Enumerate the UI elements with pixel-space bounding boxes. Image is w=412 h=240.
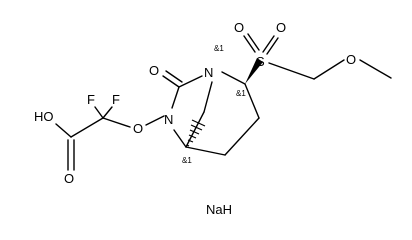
bond-lactam-o-double-1	[162, 75, 180, 88]
atom-labels: HO O F F O N N O S O O O	[34, 20, 356, 186]
bond-cf2-f-left	[94, 106, 104, 119]
bond-n-c-lactam	[171, 86, 180, 109]
counterion-label: NaH	[206, 202, 232, 217]
bond-n-top-bridge	[203, 81, 213, 113]
wedge-bond-c-s	[245, 58, 263, 84]
bond-s-o-right-1	[262, 35, 275, 53]
bond-bridge-bridgehead	[185, 111, 205, 148]
bond-c-oh	[55, 123, 72, 138]
bond-ch2-cs	[244, 83, 260, 119]
bond-cf2-o	[102, 117, 131, 128]
bond-n-bridgehead-bottom	[173, 129, 187, 148]
atom-sulfonyl-oxygen-left: O	[234, 20, 244, 35]
bond-s-o-left-2	[247, 33, 260, 51]
bonds	[55, 33, 392, 171]
hashed-bond-bridgehead	[186, 119, 206, 147]
bond-cs-n-top	[221, 71, 246, 85]
stereo-label-ring-carbon: &1	[236, 89, 246, 98]
bond-s-ch2	[268, 62, 315, 80]
stereo-label-bridgehead-top: &1	[214, 44, 224, 53]
atom-ether-oxygen: O	[133, 121, 143, 136]
atom-acid-carbonyl-oxygen: O	[64, 171, 74, 186]
atom-lactam-oxygen: O	[149, 63, 159, 78]
bond-c-lactam-n-top	[178, 75, 203, 88]
atom-sulfonyl-oxygen-right: O	[276, 20, 286, 35]
bond-o-n	[145, 115, 165, 126]
stereo-labels: &1 &1 &1	[182, 44, 246, 165]
bond-ch2-ch2	[224, 117, 260, 156]
bond-lactam-o-double-2	[165, 70, 183, 83]
atom-ring-nitrogen-left: N	[164, 112, 173, 127]
bond-o-ch3	[359, 59, 392, 79]
bond-s-o-left-1	[243, 35, 256, 53]
atom-sulfur: S	[256, 54, 265, 69]
atom-fluorine-right: F	[112, 92, 120, 107]
atom-methoxy-oxygen: O	[346, 52, 356, 67]
bond-acid-cf2	[70, 117, 104, 138]
bond-s-o-right-2	[266, 37, 279, 55]
atom-ring-nitrogen-top: N	[204, 65, 213, 80]
atom-hydroxyl: HO	[34, 109, 54, 124]
bond-cf2-f-right	[102, 106, 113, 119]
stereo-label-bridgehead-bottom: &1	[182, 156, 192, 165]
bond-ch2-o	[313, 59, 345, 80]
bond-bridgehead-ch2	[185, 146, 226, 156]
atom-fluorine-left: F	[87, 92, 95, 107]
